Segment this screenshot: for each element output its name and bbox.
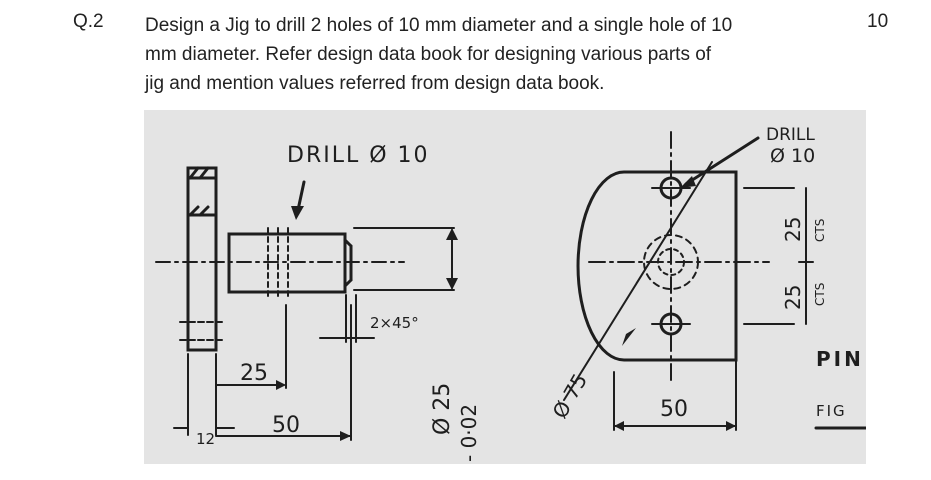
paper-background (144, 110, 866, 464)
pin-label: PIΝ (816, 347, 864, 371)
dim-12: 12 (196, 430, 215, 448)
right-drill-note-line1: DRILL (766, 125, 815, 145)
question-line-3: jig and mention values referred from des… (145, 73, 605, 94)
dim-25-top: 25 (781, 217, 805, 242)
chamfer-note: 2×45° (370, 314, 419, 332)
dia-25-note: Ø 25 (430, 383, 455, 435)
dim-25-bottom: 25 (781, 285, 805, 310)
fig-label: FIG (816, 402, 847, 420)
question-line-2: mm diameter. Refer design data book for … (145, 44, 712, 65)
jig-drawing: DRILL Ø 10 2×45° 25 50 12 Ø 25 - 0·02 DR… (144, 110, 868, 464)
tolerance-note: - 0·02 (457, 404, 481, 462)
cts-label-top: CTS (813, 219, 827, 242)
dim-50-right: 50 (660, 397, 688, 422)
left-drill-note: DRILL Ø 10 (287, 143, 430, 168)
question-marks: 10 (867, 11, 889, 32)
question-line-1: Design a Jig to drill 2 holes of 10 mm d… (145, 15, 733, 36)
question-number: Q.2 (73, 11, 104, 32)
right-drill-note-line2: Ø 10 (770, 145, 815, 167)
plate-outline (576, 170, 738, 362)
drawing-canvas: DRILL Ø 10 2×45° 25 50 12 Ø 25 - 0·02 DR… (144, 110, 868, 464)
flange-outline (186, 166, 218, 352)
question-text: Design a Jig to drill 2 holes of 10 mm d… (145, 11, 850, 98)
dim-25-left: 25 (240, 361, 268, 386)
right-view-lines (563, 131, 868, 431)
left-view-lines (155, 166, 458, 441)
cts-label-bottom: CTS (813, 283, 827, 306)
dim-50-left: 50 (272, 413, 300, 438)
